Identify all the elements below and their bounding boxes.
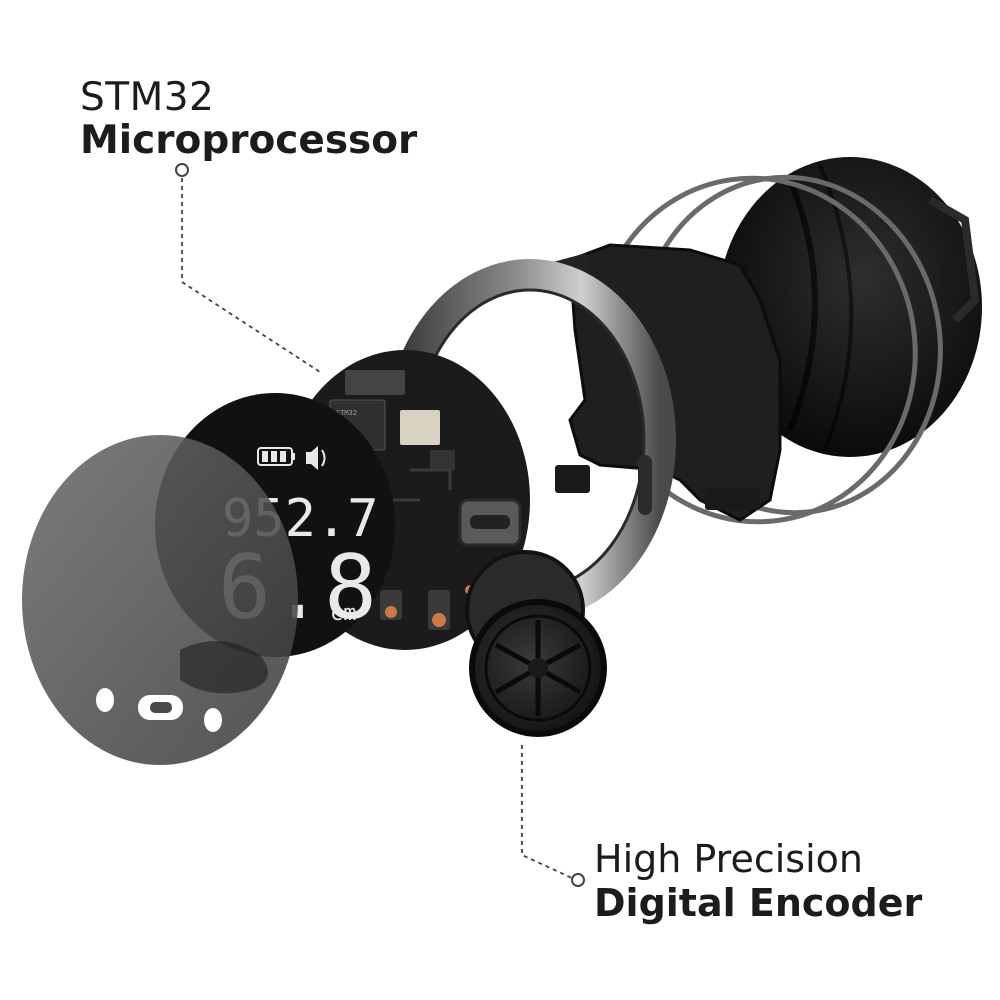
speaker-icon <box>306 446 326 470</box>
callout-microprocessor-line1: STM32 <box>80 75 215 120</box>
battery-full-icon <box>257 447 295 466</box>
back-cap <box>718 157 982 457</box>
callout-microprocessor: STM32 Microprocessor <box>80 78 417 160</box>
callout-encoder-line1: High Precision <box>594 837 863 881</box>
front-cover <box>22 435 298 765</box>
callout-encoder: High Precision Digital Encoder <box>594 840 922 922</box>
callout-microprocessor-line2: Microprocessor <box>80 118 418 163</box>
encoder-wheel <box>465 550 607 737</box>
leader-line-microprocessor <box>181 178 321 373</box>
leader-dot-encoder <box>571 873 585 887</box>
leader-lines <box>181 178 573 879</box>
lcd-unit: cm <box>330 601 357 626</box>
leader-line-encoder <box>521 745 573 879</box>
callout-encoder-line2: Digital Encoder <box>594 881 923 925</box>
leader-dot-microprocessor <box>175 163 189 177</box>
chip-marking: STM32 <box>336 409 357 417</box>
